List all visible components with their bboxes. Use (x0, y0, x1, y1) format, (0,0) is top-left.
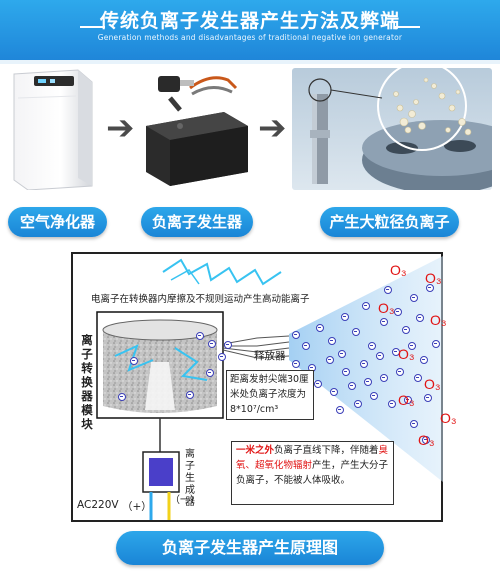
negative-ion-icon (326, 356, 334, 364)
negative-ion-icon (208, 340, 216, 348)
negative-ion-icon (218, 353, 226, 361)
ozone-label: O₃ (390, 262, 407, 278)
negative-ion-icon (410, 420, 418, 428)
negative-ion-icon (354, 400, 362, 408)
page-title: 传统负离子发生器产生方法及弊端 (99, 10, 400, 32)
negative-ion-icon (302, 342, 310, 350)
negative-ion-icon (414, 374, 422, 382)
ozone-label: O₃ (398, 346, 415, 362)
minus-label: （一） (170, 495, 200, 506)
negative-ion-icon (292, 360, 300, 368)
negative-ion-icon (394, 308, 402, 316)
negative-ion-icon (432, 340, 440, 348)
step-pill-ion-generator: 负离子发生器 (141, 207, 253, 237)
arrow-icon: ➔ (258, 108, 287, 148)
negative-ion-icon (368, 342, 376, 350)
ozone-label: O₃ (430, 312, 447, 328)
emitter-closeup-image (292, 68, 492, 190)
warning-box: 一米之外负离子直线下降，伴随着臭氧、超氧化物辐射产生，产生大分子负离子，不能被人… (231, 441, 394, 505)
negative-ion-icon (404, 396, 412, 404)
negative-ion-icon (402, 326, 410, 334)
negative-ion-icon (392, 348, 400, 356)
negative-ion-icon (380, 318, 388, 326)
power-label: AC220V (77, 499, 119, 511)
negative-ion-icon (186, 391, 194, 399)
ozone-label: O₃ (440, 410, 457, 426)
negative-ion-icon (426, 284, 434, 292)
release-label: 释放器 (254, 350, 286, 362)
ozone-label: O₃ (424, 376, 441, 392)
negative-ion-icon (424, 394, 432, 402)
negative-ion-icon (118, 393, 126, 401)
negative-ion-icon (364, 378, 372, 386)
air-purifier-icon (13, 69, 93, 190)
negative-ion-icon (316, 324, 324, 332)
negative-ion-icon (362, 302, 370, 310)
negative-ion-icon (338, 350, 346, 358)
negative-ion-icon (328, 337, 336, 345)
negative-ion-icon (348, 382, 356, 390)
density-note-box: 距离发射尖端30厘米处负离子浓度为8*10⁷/cm³ (226, 370, 314, 420)
negative-ion-icon (410, 294, 418, 302)
ion-generator-image (140, 68, 255, 190)
negative-ion-icon (130, 357, 138, 365)
negative-ion-icon (352, 328, 360, 336)
arrow-icon: ➔ (106, 108, 135, 148)
diagram-artwork (96, 256, 443, 520)
negative-ion-icon (422, 436, 430, 444)
diagram-caption: 负离子发生器产生原理图 (116, 531, 384, 565)
negative-ion-icon (380, 374, 388, 382)
negative-ion-icon (396, 368, 404, 376)
page-subtitle: Generation methods and disadvantages of … (97, 33, 403, 42)
converter-label: 离子转换器模块 (81, 333, 93, 431)
title-left-bar (80, 26, 105, 28)
negative-ion-icon (416, 314, 424, 322)
negative-ion-icon (196, 332, 204, 340)
ozone-label: O₃ (378, 300, 395, 316)
negative-ion-icon (408, 342, 416, 350)
generator-label: 离子生成器 (185, 449, 195, 508)
negative-ion-icon (206, 369, 214, 377)
air-purifier-image (8, 68, 98, 190)
emitter-needle-icon (308, 68, 492, 190)
plus-label: （+） (122, 501, 152, 513)
step-pill-large-ions: 产生大粒径负离子 (320, 207, 459, 237)
negative-ion-icon (376, 352, 384, 360)
ozone-label: O₃ (418, 432, 435, 448)
negative-ion-icon (342, 368, 350, 376)
negative-ion-icon (314, 380, 322, 388)
ion-generator-icon (146, 76, 248, 186)
density-note: 距离发射尖端30厘米处负离子浓度为8*10⁷/cm³ (230, 374, 309, 415)
negative-ion-icon (341, 313, 349, 321)
step-pill-air-purifier: 空气净化器 (8, 207, 107, 237)
negative-ion-icon (224, 341, 232, 349)
friction-label: 电离子在转换器内摩擦及不规则运动产生高动能离子 (91, 294, 310, 305)
negative-ion-icon (360, 360, 368, 368)
warning-text: 一米之外负离子直线下降，伴随着臭氧、超氧化物辐射产生，产生大分子负离子，不能被人… (236, 445, 389, 486)
header-shadow (0, 60, 500, 64)
title-right-bar (395, 26, 420, 28)
header-banner (0, 0, 500, 60)
negative-ion-icon (370, 392, 378, 400)
negative-ion-icon (384, 286, 392, 294)
ozone-label: O₃ (398, 392, 415, 408)
negative-ion-icon (336, 406, 344, 414)
negative-ion-icon (292, 331, 300, 339)
negative-ion-icon (420, 356, 428, 364)
ozone-label: O₃ (425, 270, 442, 286)
negative-ion-icon (388, 400, 396, 408)
negative-ion-icon (330, 388, 338, 396)
